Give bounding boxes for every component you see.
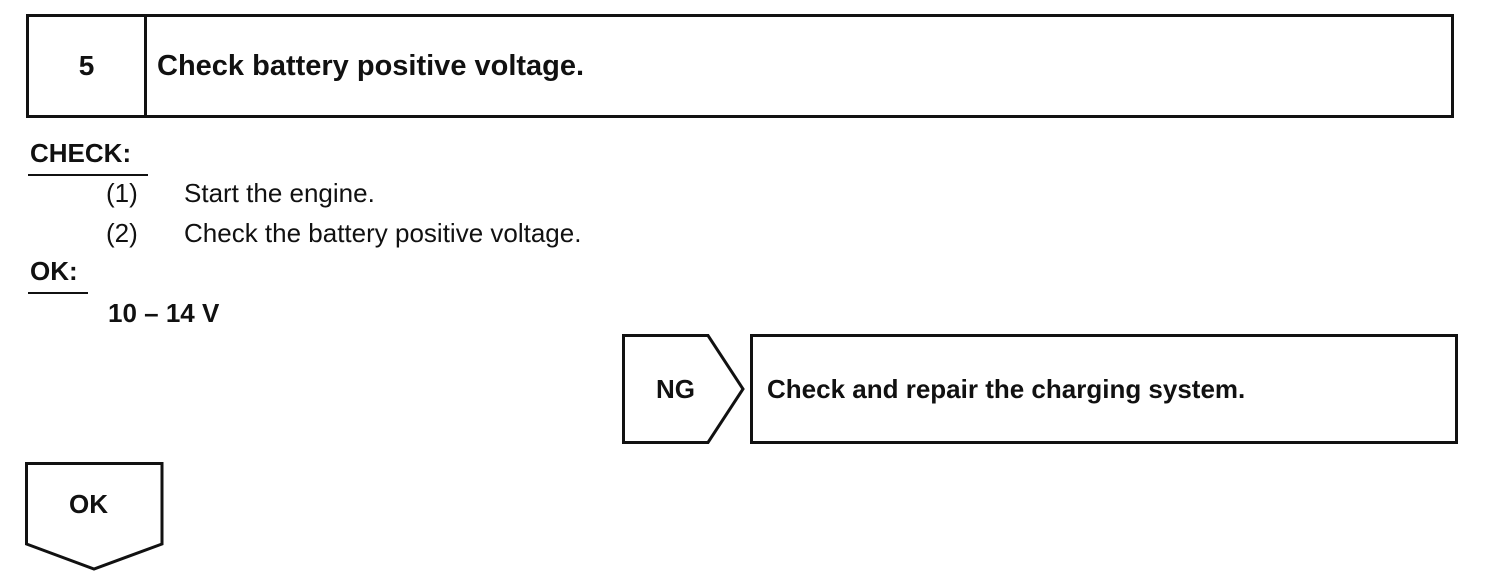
voltage-spec: 10 – 14 V [108, 298, 220, 328]
check-item-text: Check the battery positive voltage. [184, 218, 582, 248]
step-header: 5 Check battery positive voltage. [26, 14, 1454, 118]
step-number: 5 [29, 17, 147, 115]
ng-action-box: Check and repair the charging system. [750, 334, 1458, 444]
step-title: Check battery positive voltage. [157, 49, 585, 82]
ok-branch-label: OK [69, 489, 108, 519]
ng-arrow-shape [622, 334, 746, 446]
ng-label: NG [656, 374, 695, 404]
ng-action-text: Check and repair the charging system. [767, 373, 1246, 404]
check-item: (1) Start the engine. [106, 178, 375, 209]
check-item-number: (2) [106, 218, 138, 248]
ok-label: OK: [28, 256, 88, 294]
check-item: (2) Check the battery positive voltage. [106, 218, 581, 249]
check-item-number: (1) [106, 178, 138, 208]
check-label: CHECK: [27, 138, 149, 176]
check-item-text: Start the engine. [184, 178, 375, 208]
ok-arrow-shape [25, 462, 165, 572]
